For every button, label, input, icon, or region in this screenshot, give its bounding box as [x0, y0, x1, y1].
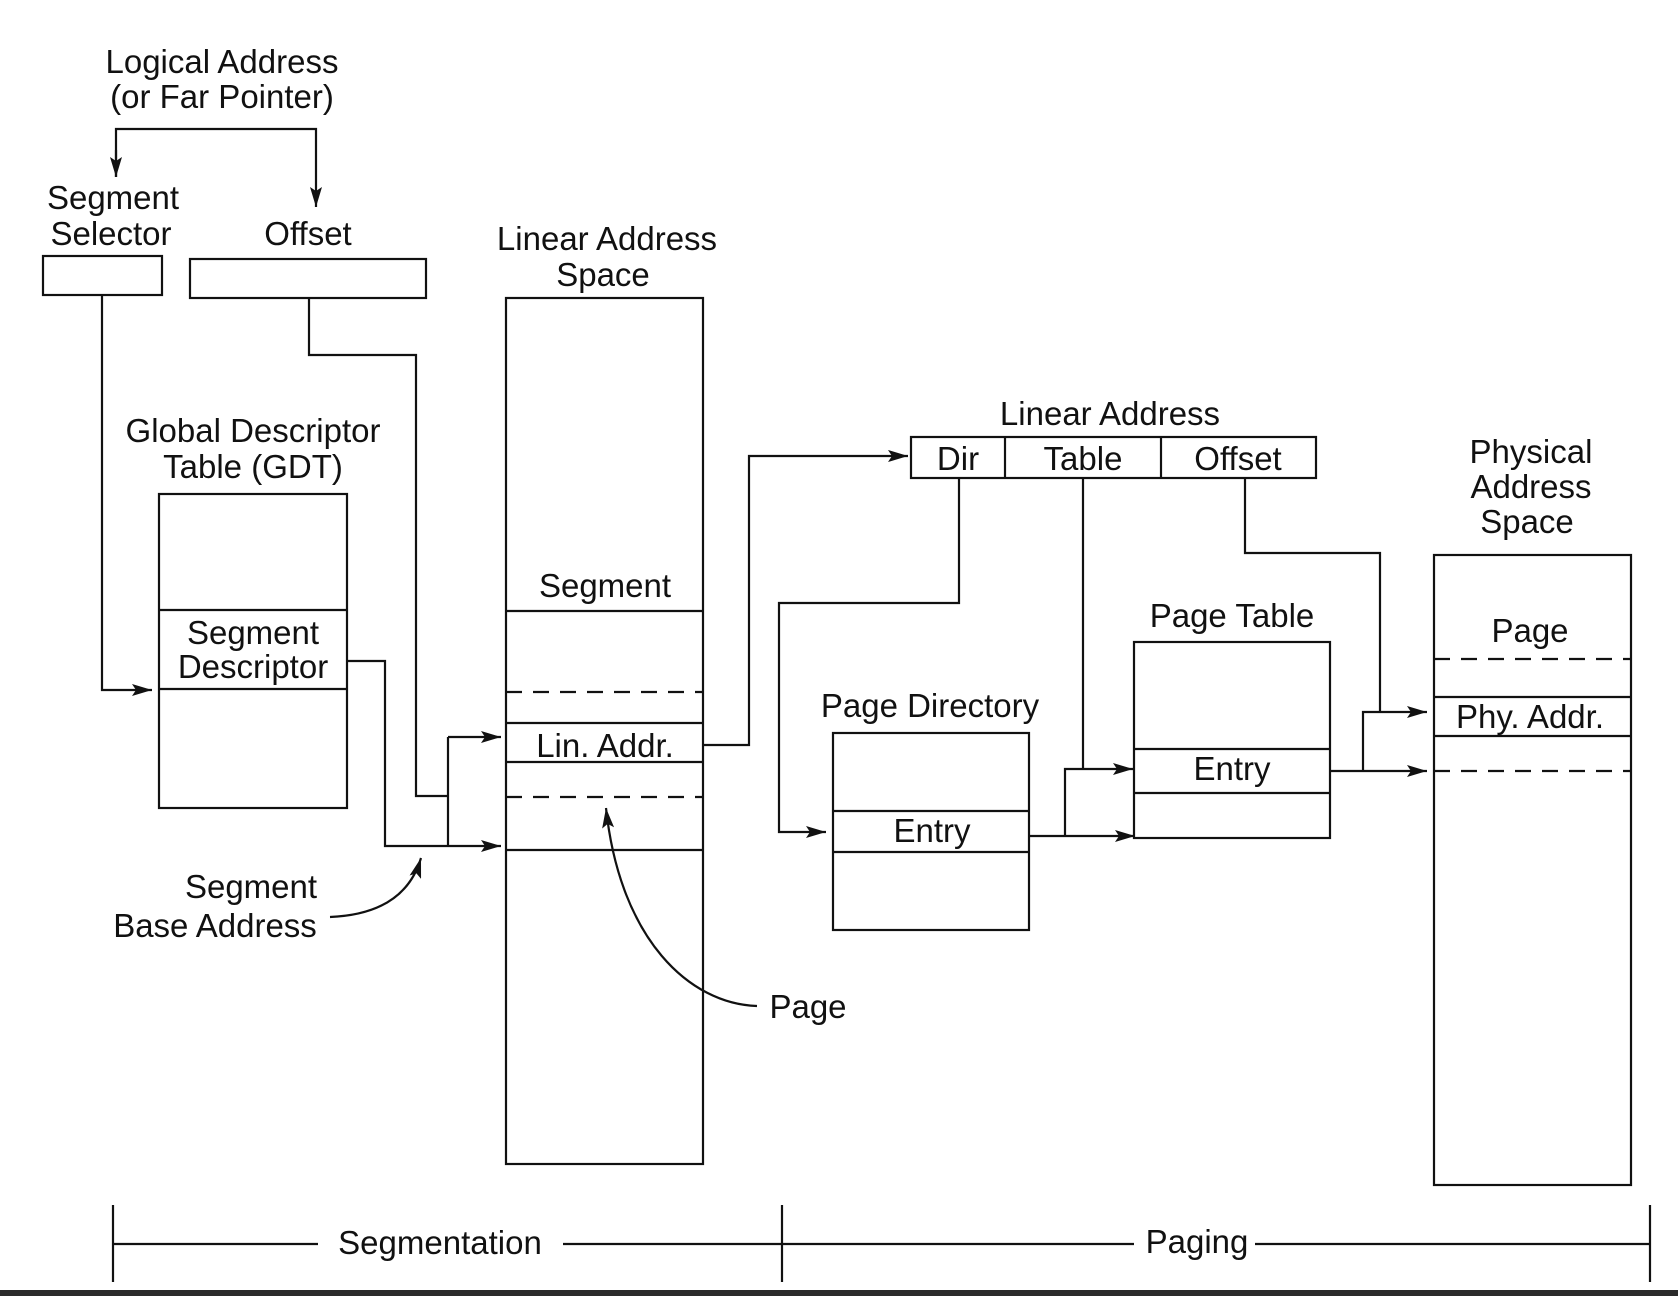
segment-label: Segment — [539, 567, 671, 604]
page-directory-box — [831, 731, 1031, 932]
linear-field-dir: Dir — [937, 440, 979, 477]
offset-field-to-phy-addr-line — [1243, 478, 1382, 712]
segmentation-label: Segmentation — [338, 1224, 542, 1261]
linear-field-table: Table — [1044, 440, 1123, 477]
page-table-fork — [1063, 763, 1133, 836]
descriptor-to-base-line — [347, 659, 448, 848]
linear-field-offset: Offset — [1194, 440, 1281, 477]
linear-address-space-box — [504, 296, 705, 1166]
paging-label: Paging — [1146, 1223, 1249, 1260]
linear-address-space-label-line1: Linear Address — [497, 220, 717, 257]
page-table-entry-label: Entry — [1193, 750, 1271, 787]
selector-to-descriptor-arrow — [100, 296, 152, 696]
logical-address-label-line2: (or Far Pointer) — [110, 78, 334, 115]
offset-box — [188, 257, 428, 300]
dir-to-page-directory-arrow — [777, 478, 961, 838]
lin-addr-label: Lin. Addr. — [536, 727, 674, 764]
physical-address-space-box — [1432, 553, 1633, 1187]
base-address-callout-arrow — [329, 857, 423, 919]
segment-descriptor-label-line1: Segment — [187, 614, 319, 651]
gdt-label-line1: Global Descriptor — [126, 412, 381, 449]
physical-address-space-label-line3: Space — [1480, 503, 1574, 540]
page-callout-label: Page — [769, 988, 846, 1025]
logical-address-label-line1: Logical Address — [106, 43, 339, 80]
bottom-edge-bar — [0, 1290, 1678, 1296]
page-table-box — [1132, 640, 1332, 840]
page-directory-entry-label: Entry — [893, 812, 971, 849]
segment-selector-label-line1: Segment — [47, 179, 179, 216]
segment-base-address-label-line2: Base Address — [113, 907, 317, 944]
physical-fork — [1361, 706, 1427, 771]
offset-to-adder-line — [307, 298, 448, 798]
page-directory-label: Page Directory — [821, 687, 1040, 724]
offset-label: Offset — [264, 215, 351, 252]
linear-address-box — [909, 435, 1318, 480]
segment-selector-label-line2: Selector — [50, 215, 171, 252]
gdt-box — [157, 492, 349, 810]
physical-page-label: Page — [1491, 612, 1568, 649]
segment-base-address-label-line1: Segment — [185, 868, 317, 905]
phy-addr-label: Phy. Addr. — [1456, 698, 1604, 735]
page-callout-arrow — [602, 807, 758, 1008]
segment-selector-box — [41, 254, 164, 297]
linear-address-space-label-line2: Space — [556, 256, 650, 293]
linear-address-label: Linear Address — [1000, 395, 1220, 432]
physical-address-space-label-line2: Address — [1470, 468, 1591, 505]
segment-descriptor-label-line2: Descriptor — [178, 648, 328, 685]
physical-address-space-label-line1: Physical — [1470, 433, 1593, 470]
lin-addr-to-linear-address-arrow — [703, 450, 908, 747]
page-table-label: Page Table — [1150, 597, 1315, 634]
gdt-label-line2: Table (GDT) — [163, 448, 343, 485]
